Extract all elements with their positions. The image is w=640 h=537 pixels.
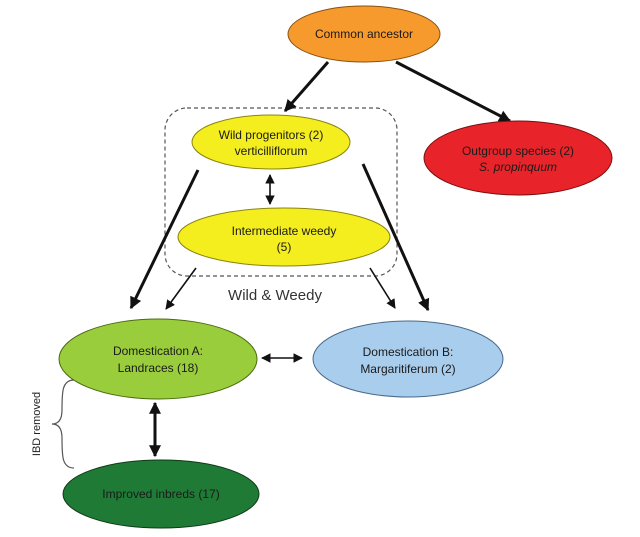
wild-progenitors-label: Wild progenitors (2) — [219, 128, 324, 142]
intermediate-weedy-ellipse — [177, 207, 391, 267]
node-outgroup: Outgroup species (2) S. propinquum — [423, 120, 613, 196]
wild-weedy-group-label: Wild & Weedy — [228, 287, 322, 304]
domestication-b-ellipse — [312, 320, 504, 398]
domestication-b-label: Domestication B: — [363, 345, 454, 359]
common-ancestor-label: Common ancestor — [315, 27, 413, 41]
improved-inbreds-ellipse — [62, 459, 260, 529]
node-common-ancestor: Common ancestor — [287, 5, 441, 63]
arrow-intermediate-to-dom-b — [369, 267, 396, 309]
node-wild-progenitors: Wild progenitors (2) verticilliflorum — [191, 114, 351, 170]
wild-progenitors-ellipse — [191, 114, 351, 170]
domestication-a-label: Domestication A: — [113, 344, 203, 358]
outgroup-label: Outgroup species (2) — [462, 144, 574, 158]
domestication-a-sublabel: Landraces (18) — [118, 361, 199, 375]
ibd-removed-label: IBD removed — [31, 392, 43, 456]
arrow-wild-to-dom-b — [361, 163, 430, 312]
improved-inbreds-label: Improved inbreds (17) — [102, 487, 219, 501]
node-intermediate-weedy: Intermediate weedy (5) — [177, 207, 391, 267]
node-improved-inbreds: Improved inbreds (17) — [62, 459, 260, 529]
wild-weedy-group-box — [164, 107, 398, 277]
ibd-bracket — [51, 379, 75, 469]
common-ancestor-ellipse — [287, 5, 441, 63]
intermediate-weedy-label: Intermediate weedy — [232, 224, 337, 238]
outgroup-species-label: S. propinquum — [479, 160, 557, 174]
domestication-a-ellipse — [58, 318, 258, 400]
domestication-b-sublabel: Margaritiferum (2) — [360, 362, 455, 376]
outgroup-ellipse — [423, 120, 613, 196]
arrow-wild-to-dom-a — [129, 169, 200, 310]
intermediate-weedy-sublabel: (5) — [277, 240, 292, 254]
wild-progenitors-sublabel: verticilliflorum — [235, 144, 308, 158]
arrow-ancestor-to-outgroup — [395, 60, 512, 123]
arrow-intermediate-to-dom-a — [165, 267, 197, 310]
node-domestication-a: Domestication A: Landraces (18) — [58, 318, 258, 400]
arrow-ancestor-to-wild — [283, 61, 330, 112]
node-domestication-b: Domestication B: Margaritiferum (2) — [312, 320, 504, 398]
